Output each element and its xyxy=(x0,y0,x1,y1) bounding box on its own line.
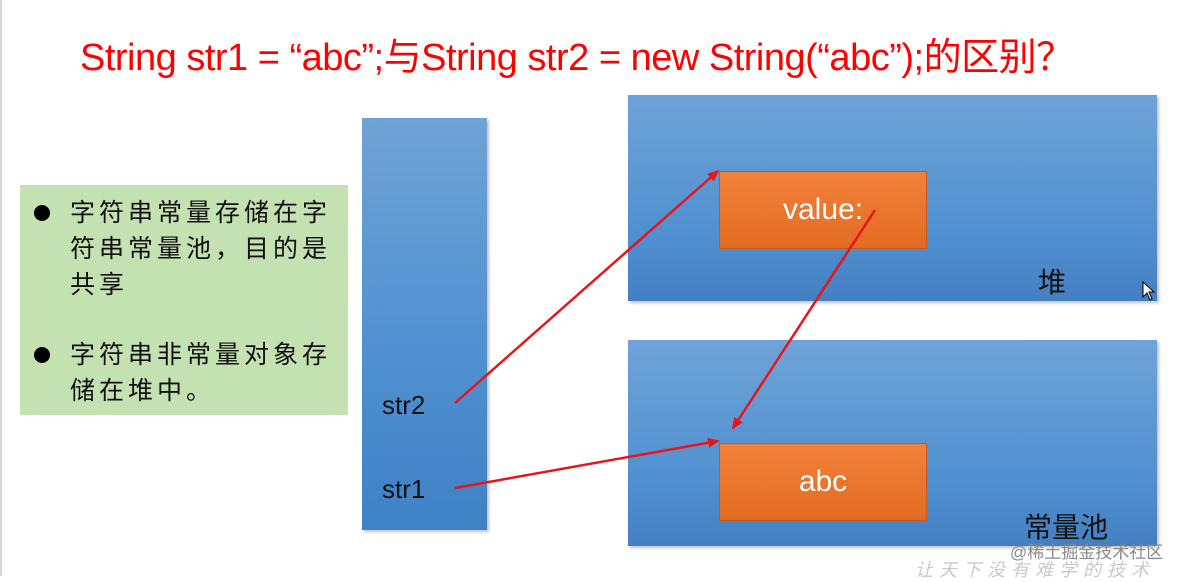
note-text: 字符串常量存储在字符串常量池，目的是共享 xyxy=(70,199,332,299)
note-item: 字符串常量存储在字符串常量池，目的是共享 xyxy=(34,195,334,303)
stack-var-str2: str2 xyxy=(382,390,426,420)
heap-label: 堆 xyxy=(1038,267,1067,298)
pool-string-literal: abc xyxy=(719,443,927,521)
notes-box: 字符串常量存储在字符串常量池，目的是共享 字符串非常量对象存储在堆中。 xyxy=(20,185,348,415)
slide-left-border xyxy=(0,0,2,576)
stack-var-str1: str1 xyxy=(382,474,426,504)
note-item: 字符串非常量对象存储在堆中。 xyxy=(34,337,334,409)
bullet-icon xyxy=(34,347,50,363)
bullet-icon xyxy=(34,205,50,221)
arrow-str1-to-abc xyxy=(454,437,720,490)
mouse-cursor-icon xyxy=(1142,281,1156,301)
slide-title: String str1 = “abc”;与String str2 = new S… xyxy=(80,37,1074,79)
note-text: 字符串非常量对象存储在堆中。 xyxy=(70,341,332,405)
arrow-value-to-abc xyxy=(731,209,877,430)
heap-string-object: value: xyxy=(719,171,927,249)
slogan-watermark: 让天下没有难学的技术 xyxy=(915,560,1155,580)
site-watermark: @稀土掘金技术社区 xyxy=(1010,543,1164,562)
arrow-str2-to-value xyxy=(454,169,720,404)
stack-region: str2 str1 xyxy=(362,118,487,530)
constant-pool-label: 常量池 xyxy=(1024,512,1109,543)
heap-region: 堆 xyxy=(628,95,1157,301)
